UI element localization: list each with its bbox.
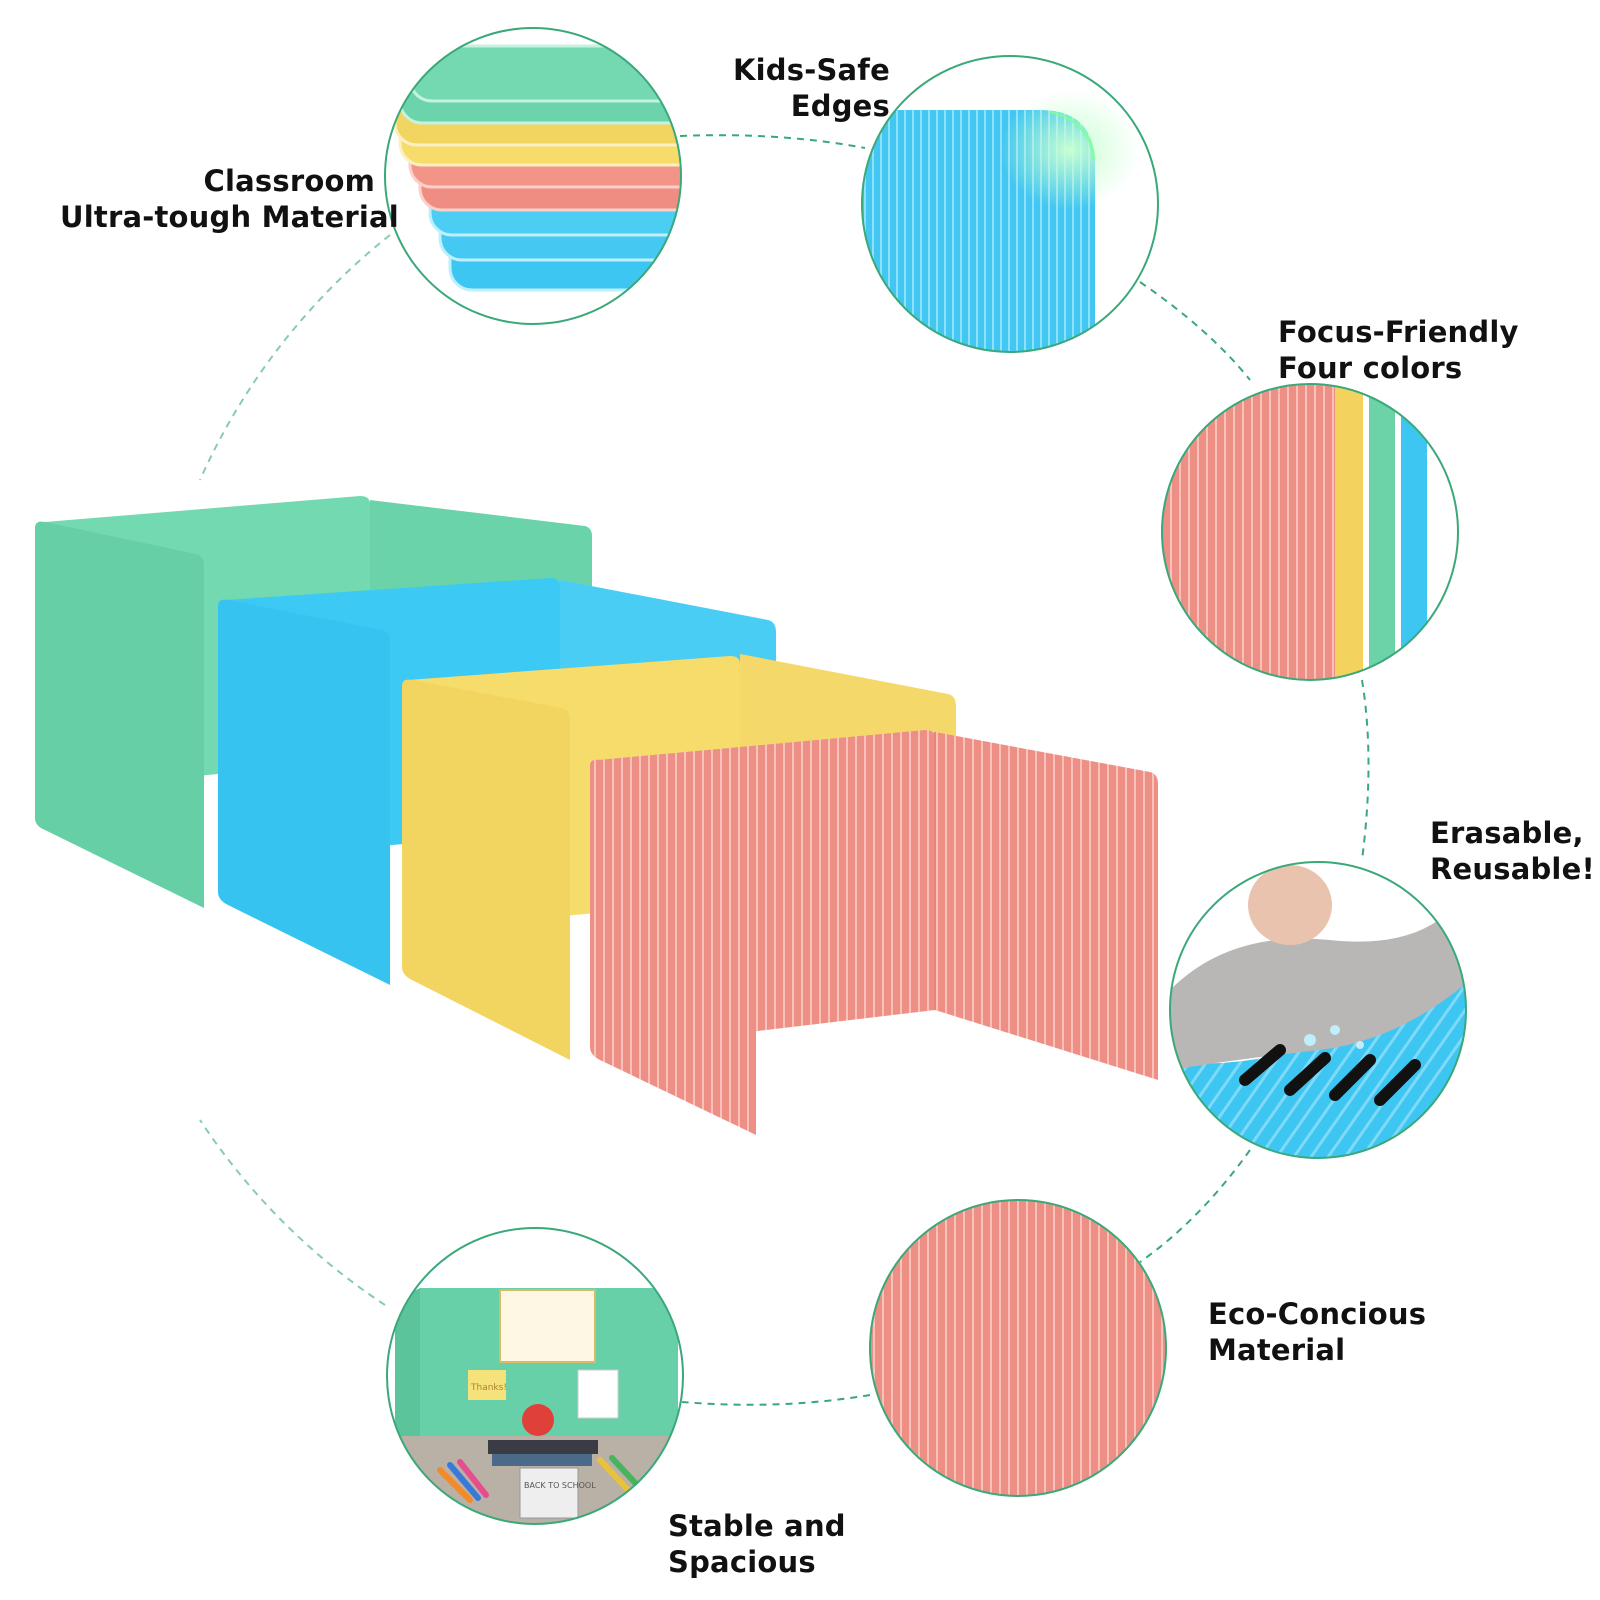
detail-circle-eco [869,1199,1167,1497]
erasable-line2: Reusable! [1430,852,1595,886]
feature-label-focus-friendly: Focus-Friendly Four colors [1278,314,1519,386]
kids-safe-line1: Kids-Safe [732,53,890,87]
detail-circle-desk-scene: Thanks! BACK TO SCHOOL [386,1227,684,1525]
divider-coral [590,730,1158,1135]
detail-circle-edges [861,55,1159,353]
feature-label-eco: Eco-Concious Material [1208,1296,1426,1368]
classroom-line1: Classroom [203,164,375,198]
note-text: Thanks! [470,1383,507,1393]
book-text: BACK TO SCHOOL [524,1481,596,1490]
detail-circle-material [384,27,682,325]
feature-label-stable: Stable and Spacious [668,1508,846,1580]
detail-circle-colors [1161,383,1459,681]
stable-line2: Spacious [668,1545,816,1579]
focus-friendly-line2: Four colors [1278,351,1463,385]
feature-label-kids-safe: Kids-Safe Edges [680,52,890,124]
erasable-line1: Erasable, [1430,816,1584,850]
divider-set-illustration [35,496,1158,1135]
kids-safe-line2: Edges [790,89,890,123]
dashed-connector-ring [199,134,1370,1406]
feature-label-erasable: Erasable, Reusable! [1430,815,1595,887]
eco-line2: Material [1208,1333,1346,1367]
focus-friendly-line1: Focus-Friendly [1278,315,1519,349]
detail-circle-erasable [1169,861,1467,1159]
classroom-line2: Ultra-tough Material [60,200,399,234]
stable-line1: Stable and [668,1509,846,1543]
eco-line1: Eco-Concious [1208,1297,1427,1331]
feature-label-classroom: Classroom Ultra-tough Material [60,163,399,235]
